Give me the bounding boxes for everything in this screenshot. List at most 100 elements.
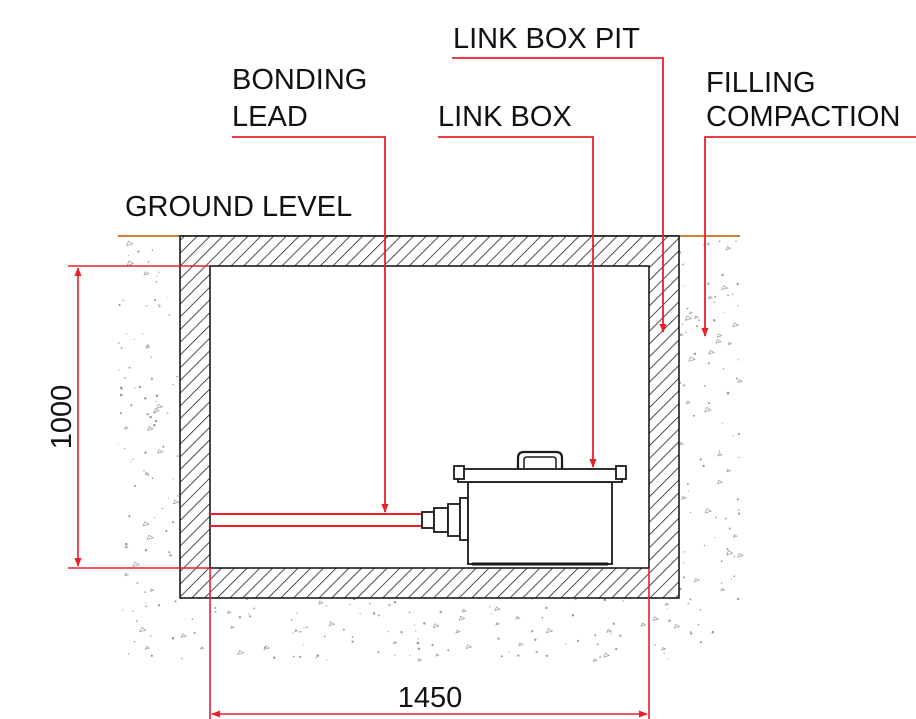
soil-speckle: [687, 490, 690, 492]
soil-speckle: [299, 655, 302, 658]
soil-speckle: [214, 610, 217, 613]
soil-speckle: [153, 424, 156, 427]
soil-speckle: [137, 250, 140, 253]
soil-speckle: [142, 333, 144, 335]
soil-speckle: [610, 632, 612, 634]
soil-aggregate: [518, 642, 524, 647]
soil-speckle: [138, 385, 142, 389]
soil-speckle: [238, 616, 242, 619]
soil-speckle: [689, 598, 692, 601]
soil-speckle: [690, 632, 693, 635]
soil-aggregate: [673, 623, 681, 629]
soil-aggregate: [142, 521, 150, 527]
soil-speckle: [150, 654, 153, 657]
soil-speckle: [737, 432, 740, 436]
soil-speckle: [117, 444, 119, 446]
soil-speckle: [699, 458, 702, 461]
soil-speckle: [144, 549, 148, 552]
soil-speckle: [169, 554, 172, 557]
soil-speckle: [130, 404, 133, 407]
leader-lines: [232, 57, 916, 513]
soil-speckle: [687, 602, 690, 605]
soil-speckle: [726, 547, 729, 551]
soil-aggregate: [592, 658, 598, 663]
soil-speckle: [388, 604, 391, 607]
soil-speckle: [153, 299, 156, 302]
soil-speckle: [176, 375, 179, 378]
soil-aggregate: [132, 561, 141, 567]
soil-speckle: [174, 600, 177, 603]
soil-speckle: [119, 386, 123, 390]
soil-speckle: [431, 643, 434, 647]
soil-aggregate: [392, 640, 398, 645]
soil-speckle: [409, 655, 411, 657]
soil-speckle: [248, 613, 250, 615]
soil-speckle: [191, 618, 194, 621]
soil-aggregate: [515, 615, 521, 620]
soil-aggregate: [200, 646, 205, 650]
soil-speckle: [185, 618, 187, 620]
soil-speckle: [171, 636, 175, 640]
soil-speckle: [147, 474, 150, 477]
soil-speckle: [693, 352, 697, 356]
soil-speckle: [417, 638, 419, 640]
soil-aggregate: [432, 623, 440, 629]
soil-speckle: [713, 301, 716, 303]
soil-aggregate: [681, 495, 687, 500]
soil-speckle: [158, 305, 161, 308]
soil-speckle: [324, 635, 326, 638]
soil-speckle: [738, 512, 741, 515]
soil-aggregate: [435, 653, 440, 657]
soil-speckle: [690, 511, 692, 514]
dimension-width: [209, 568, 650, 719]
soil-speckle: [714, 536, 716, 538]
soil-speckle: [718, 450, 721, 452]
soil-speckle: [315, 656, 317, 659]
soil-speckle: [686, 307, 689, 310]
soil-aggregate: [125, 240, 134, 247]
soil-speckle: [387, 630, 390, 633]
soil-speckle: [377, 651, 380, 654]
soil-speckle: [535, 651, 538, 654]
soil-speckle: [165, 530, 168, 533]
soil-aggregate: [124, 572, 130, 577]
soil-speckle: [128, 366, 131, 369]
leader-link-box: [438, 136, 597, 468]
soil-speckle: [439, 610, 442, 614]
soil-aggregate: [715, 339, 722, 344]
soil-speckle: [119, 412, 123, 415]
soil-speckle: [394, 654, 396, 656]
leader-bonding-lead: [232, 136, 389, 513]
soil-speckle: [594, 634, 597, 637]
soil-speckle: [155, 281, 158, 283]
dimension-width-value: 1450: [398, 682, 463, 714]
soil-speckle: [316, 654, 320, 657]
soil-speckle: [576, 639, 580, 642]
soil-speckle: [699, 641, 702, 644]
soil-speckle: [149, 415, 152, 419]
soil-speckle: [167, 497, 170, 499]
soil-speckle: [292, 655, 295, 658]
soil-speckle: [162, 445, 165, 448]
soil-speckle: [157, 604, 161, 607]
soil-speckle: [619, 634, 622, 637]
soil-aggregate: [732, 534, 738, 538]
soil-aggregate: [603, 652, 610, 658]
soil-speckle: [167, 412, 169, 414]
soil-speckle: [325, 605, 328, 607]
soil-aggregate: [688, 311, 694, 315]
soil-speckle: [737, 509, 740, 511]
soil-speckle: [145, 305, 148, 307]
soil-speckle: [120, 346, 123, 349]
soil-aggregate: [156, 403, 164, 409]
soil-speckle: [144, 451, 147, 454]
soil-aggregate: [652, 616, 660, 622]
soil-speckle: [571, 614, 575, 617]
soil-speckle: [214, 607, 217, 609]
soil-speckle: [305, 626, 308, 629]
soil-speckle: [447, 649, 450, 652]
soil-speckle: [730, 578, 732, 580]
soil-speckle: [150, 356, 152, 358]
soil-speckle: [712, 319, 716, 322]
soil-speckle: [417, 647, 421, 651]
